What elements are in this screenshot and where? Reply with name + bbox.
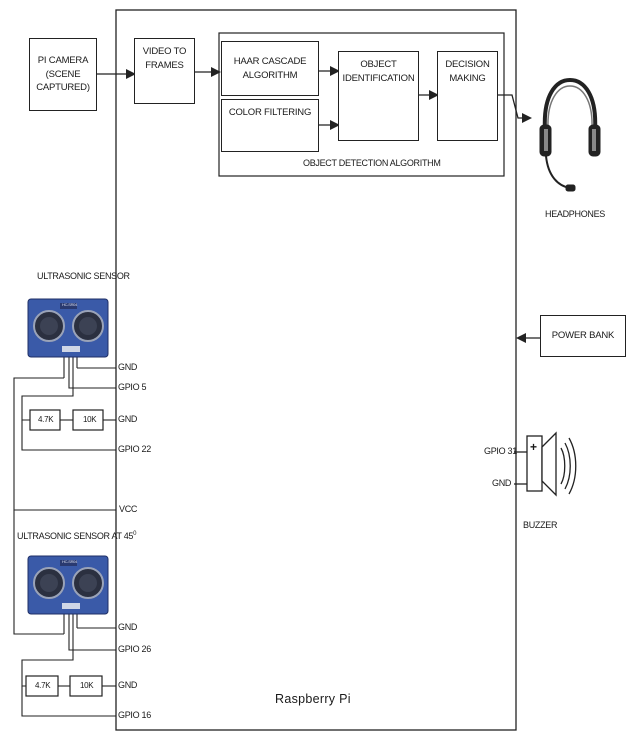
buzzer-gpio-label: GPIO 31: [484, 446, 517, 456]
sensor1-gnd1-label: GND: [118, 362, 138, 372]
sensor2-resistor-4.7k: [25, 675, 59, 697]
ultrasonic-sensor-45-label: ULTRASONIC SENSOR AT 450: [17, 531, 136, 541]
haar-cascade-block: HAAR CASCADE ALGORITHM: [221, 41, 319, 96]
buzzer-icon: [514, 431, 577, 497]
sensor1-res2-label: 10K: [83, 415, 97, 424]
sensor1-gpio-b-label: GPIO 22: [118, 444, 151, 454]
decision-making-block: DECISION MAKING: [437, 51, 498, 141]
ultrasonic-sensor-45-icon: [27, 555, 109, 615]
sensor2-gnd2-label: GND: [118, 680, 138, 690]
sensor1-gpio-a-label: GPIO 5: [118, 382, 147, 392]
sensor2-res1-label: 4.7K: [35, 681, 51, 690]
object-identification-block: OBJECT IDENTIFICATION: [338, 51, 419, 141]
sensor2-chip-text: HC-SR04: [62, 559, 78, 564]
power-bank-block: POWER BANK: [540, 315, 626, 357]
buzzer-label: BUZZER: [523, 520, 558, 530]
sensor2-resistor-10k: [69, 675, 103, 697]
sensor2-gpio-b-label: GPIO 16: [118, 710, 151, 720]
ultrasonic-sensor-45-text: ULTRASONIC SENSOR AT 45: [17, 531, 134, 541]
color-filtering-block: COLOR FILTERING: [221, 99, 319, 152]
headphones-icon: [539, 77, 601, 192]
sensor1-resistor-4.7k: [29, 409, 61, 431]
object-detection-group: [218, 32, 505, 177]
pi-camera-block: PI CAMERA (SCENE CAPTURED): [29, 38, 97, 111]
ultrasonic-sensor-icon: [27, 298, 109, 358]
sensor2-gnd1-label: GND: [118, 622, 138, 632]
sensor1-res1-label: 4.7K: [38, 415, 54, 424]
raspberry-pi-label: Raspberry Pi: [275, 692, 351, 706]
buzzer-gnd-label: GND: [492, 478, 512, 488]
sensor1-wiring: [13, 357, 116, 511]
arrow-decision-to-headphones: [498, 94, 532, 123]
degree-symbol: 0: [133, 531, 137, 537]
video-to-frames-block: VIDEO TO FRAMES: [134, 38, 195, 104]
sensor2-res2-label: 10K: [80, 681, 94, 690]
sensor1-resistor-10k: [72, 409, 104, 431]
vcc-label: VCC: [119, 504, 138, 514]
ultrasonic-sensor-label: ULTRASONIC SENSOR: [37, 271, 130, 281]
sensor2-wiring: [13, 510, 116, 717]
sensor1-chip-text: HC-SR04: [62, 302, 78, 307]
raspberry-pi-board: [115, 9, 517, 731]
object-detection-label: OBJECT DETECTION ALGORITHM: [303, 158, 441, 168]
buzzer-plus-label: +: [530, 440, 537, 454]
sensor2-gpio-a-label: GPIO 26: [118, 644, 151, 654]
sensor1-gnd2-label: GND: [118, 414, 138, 424]
headphones-label: HEADPHONES: [545, 209, 606, 219]
